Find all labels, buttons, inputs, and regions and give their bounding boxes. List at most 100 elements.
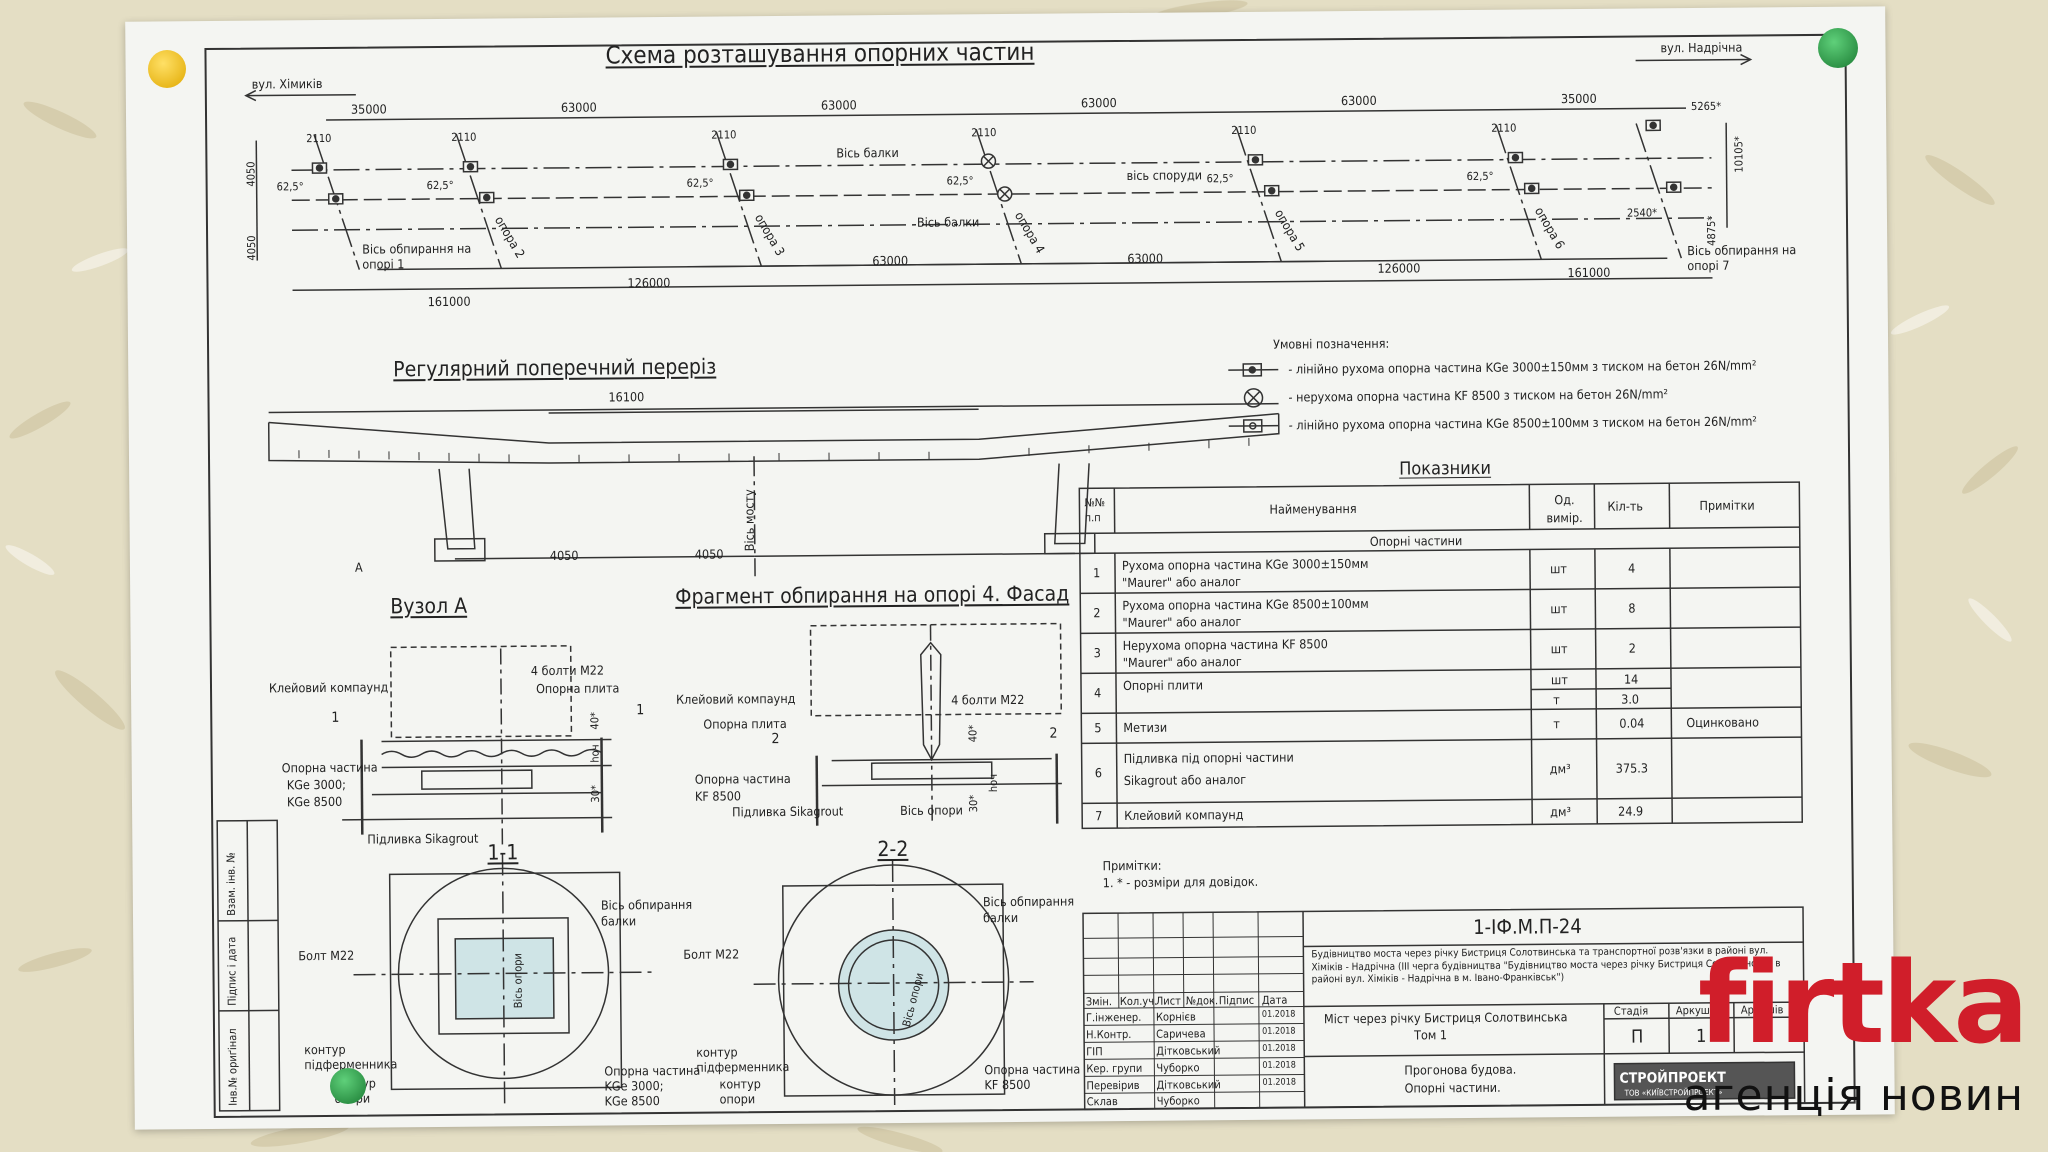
sheet-title-l2: Опорні частини. — [1404, 1079, 1501, 1096]
cut-1-bearing-l1: Опорна частина — [604, 1062, 701, 1079]
bottom-span-1: 126000 — [627, 274, 671, 291]
street-right: вул. Надрічна — [1660, 39, 1743, 56]
table-header-name: Найменування — [1269, 500, 1357, 517]
top-span-4: 63000 — [1080, 95, 1117, 111]
node-a-plate-label: Опорна плита — [535, 680, 620, 697]
drawing-linework — [204, 33, 1856, 1118]
small-dim-6: 2110 — [1491, 121, 1517, 135]
node-a-bearing-l3: KGe 8500 — [286, 793, 343, 810]
indicators-title: Показники — [1399, 457, 1492, 480]
fragment-plate-label: Опорна плита — [703, 715, 787, 732]
fragment-dim-hoch: hоч — [986, 773, 1000, 793]
object-title-l2: Том 1 — [1414, 1027, 1448, 1043]
table-header-qty: Кіл-ть — [1607, 498, 1644, 514]
cut-1-bolt-label: Болт М22 — [298, 947, 355, 964]
cut-1-title: 1-1 — [487, 840, 519, 865]
cut-2-title: 2-2 — [877, 836, 909, 862]
bottom-span-4: 126000 — [1377, 260, 1421, 276]
angle-2: 62,5° — [426, 178, 454, 193]
street-left: вул. Хімиків — [251, 75, 323, 92]
side-stamp-signature: Підпис і дата — [225, 936, 239, 1006]
brand-name: firtka — [1698, 939, 2029, 1069]
node-a-cut-mark-left: 1 — [331, 709, 340, 726]
top-span-1: 35000 — [350, 101, 387, 117]
pushpin-green-top — [1818, 28, 1858, 68]
bottom-span-3: 63000 — [1127, 250, 1164, 266]
node-a-dim-hoch: hоч — [588, 744, 602, 763]
cut-1-axis-l2: балки — [601, 913, 637, 929]
angle-4: 62,5° — [946, 174, 974, 188]
brand-watermark: firtka агенція новин — [1626, 939, 2029, 1128]
fragment-bearing-l1: Опорна частина — [694, 770, 791, 787]
sheet-title-l1: Прогонова будова. — [1404, 1061, 1517, 1078]
node-a-glue-label: Клейовий компаунд — [268, 679, 389, 696]
top-span-6: 35000 — [1560, 90, 1597, 107]
cut-1-bearing-l2: KGe 3000; — [604, 1078, 664, 1094]
cut-2-contour-plinth-l1: контур — [696, 1044, 738, 1060]
small-dim-1: 2110 — [306, 131, 332, 146]
node-a-grout-label: Підливка Sikagrout — [367, 830, 479, 847]
notes-line: 1. * - розміри для довідок. — [1102, 873, 1259, 891]
support-7-label: Вісь обпирання на опорі 7 — [1687, 242, 1797, 274]
node-a-dim-30: 30* — [588, 785, 603, 803]
pushpin-green-bottom — [330, 1068, 366, 1104]
left-height-2: 4050 — [245, 235, 259, 261]
right-dim-4: 4875* — [1704, 215, 1719, 246]
drawing-code: 1-ІФ.М.П-24 — [1473, 914, 1582, 939]
node-a-dim-40: 40* — [588, 712, 602, 730]
right-dim-3: 2540* — [1626, 206, 1658, 220]
angle-6: 62,5° — [1466, 169, 1494, 184]
fragment-axis-label: Вісь опори — [900, 802, 963, 818]
small-dim-3: 2110 — [711, 128, 737, 142]
cut-2-bearing-l2: KF 8500 — [984, 1076, 1031, 1093]
bottom-span-2: 63000 — [872, 252, 909, 269]
fragment-cut-mark-right: 2 — [1049, 725, 1058, 742]
section-axis-label: Вісь мосту — [741, 489, 757, 552]
table-header-number: №№ п.п — [1084, 496, 1106, 525]
small-dim-5: 2110 — [1231, 123, 1257, 138]
angle-5: 62,5° — [1206, 172, 1234, 186]
fragment-grout-label: Підливка Sikagrout — [732, 803, 844, 820]
node-a-cut-mark-right: 1 — [636, 702, 645, 719]
brand-subtitle: агенція новин — [1683, 1070, 2024, 1121]
fragment-bearing-l2: KF 8500 — [694, 788, 742, 804]
node-a-bearing-l1: Опорна частина — [281, 759, 378, 776]
cut-1-center-label: Вісь опори — [511, 953, 525, 1009]
section-offset-left: 4050 — [549, 547, 579, 564]
col-header-count: Кол.уч. — [1119, 994, 1158, 1009]
node-a-bolts-label: 4 болти М22 — [530, 662, 605, 679]
top-span-2: 63000 — [560, 99, 597, 115]
bottom-total-left: 161000 — [427, 293, 471, 310]
section-title: Регулярний поперечний переріз — [393, 354, 717, 382]
pushpin-yellow — [148, 50, 186, 88]
left-height-1: 4050 — [244, 161, 258, 187]
angle-3: 62,5° — [686, 176, 714, 190]
cut-1-axis-l1: Вісь обпирання — [600, 896, 693, 913]
legend-title: Умовні позначення: — [1272, 335, 1390, 352]
small-dim-4: 2110 — [971, 126, 997, 140]
fragment-dim-40: 40* — [966, 724, 980, 743]
angle-1: 62,5° — [276, 180, 304, 194]
fragment-bolts-label: 4 болти М22 — [951, 691, 1025, 708]
side-stamp-replace: Взам. інв. № — [224, 852, 239, 916]
small-dim-2: 2110 — [451, 130, 477, 144]
object-title-l1: Міст через річку Бистриця Солотвинська — [1323, 1009, 1568, 1027]
section-offset-right: 4050 — [694, 546, 724, 562]
cut-2-bolt-label: Болт М22 — [683, 946, 740, 962]
fragment-cut-mark-left: 2 — [771, 731, 780, 748]
fragment-dim-30: 30* — [966, 794, 981, 813]
table-header-notes: Примітки — [1699, 497, 1755, 513]
section-width: 16100 — [608, 389, 645, 405]
col-header-date: Дата — [1261, 993, 1288, 1007]
section-node-mark: А — [354, 559, 363, 575]
axis-beam-label-1: Вісь балки — [836, 144, 899, 161]
notes-title: Примітки: — [1102, 857, 1162, 874]
col-header-change: Змін. — [1085, 995, 1113, 1009]
axis-beam-label-2: Вісь балки — [916, 214, 980, 230]
top-span-3: 63000 — [820, 97, 857, 113]
side-stamp-original: Інв.№ ориґінал — [225, 1028, 240, 1106]
cut-2-contour-support-l1: контур — [719, 1076, 761, 1092]
axis-structure-label: вісь споруди — [1126, 167, 1203, 183]
table-header-unit: Од. вимір. — [1546, 492, 1583, 525]
cut-1-bearing-l3: KGe 8500 — [604, 1093, 660, 1109]
